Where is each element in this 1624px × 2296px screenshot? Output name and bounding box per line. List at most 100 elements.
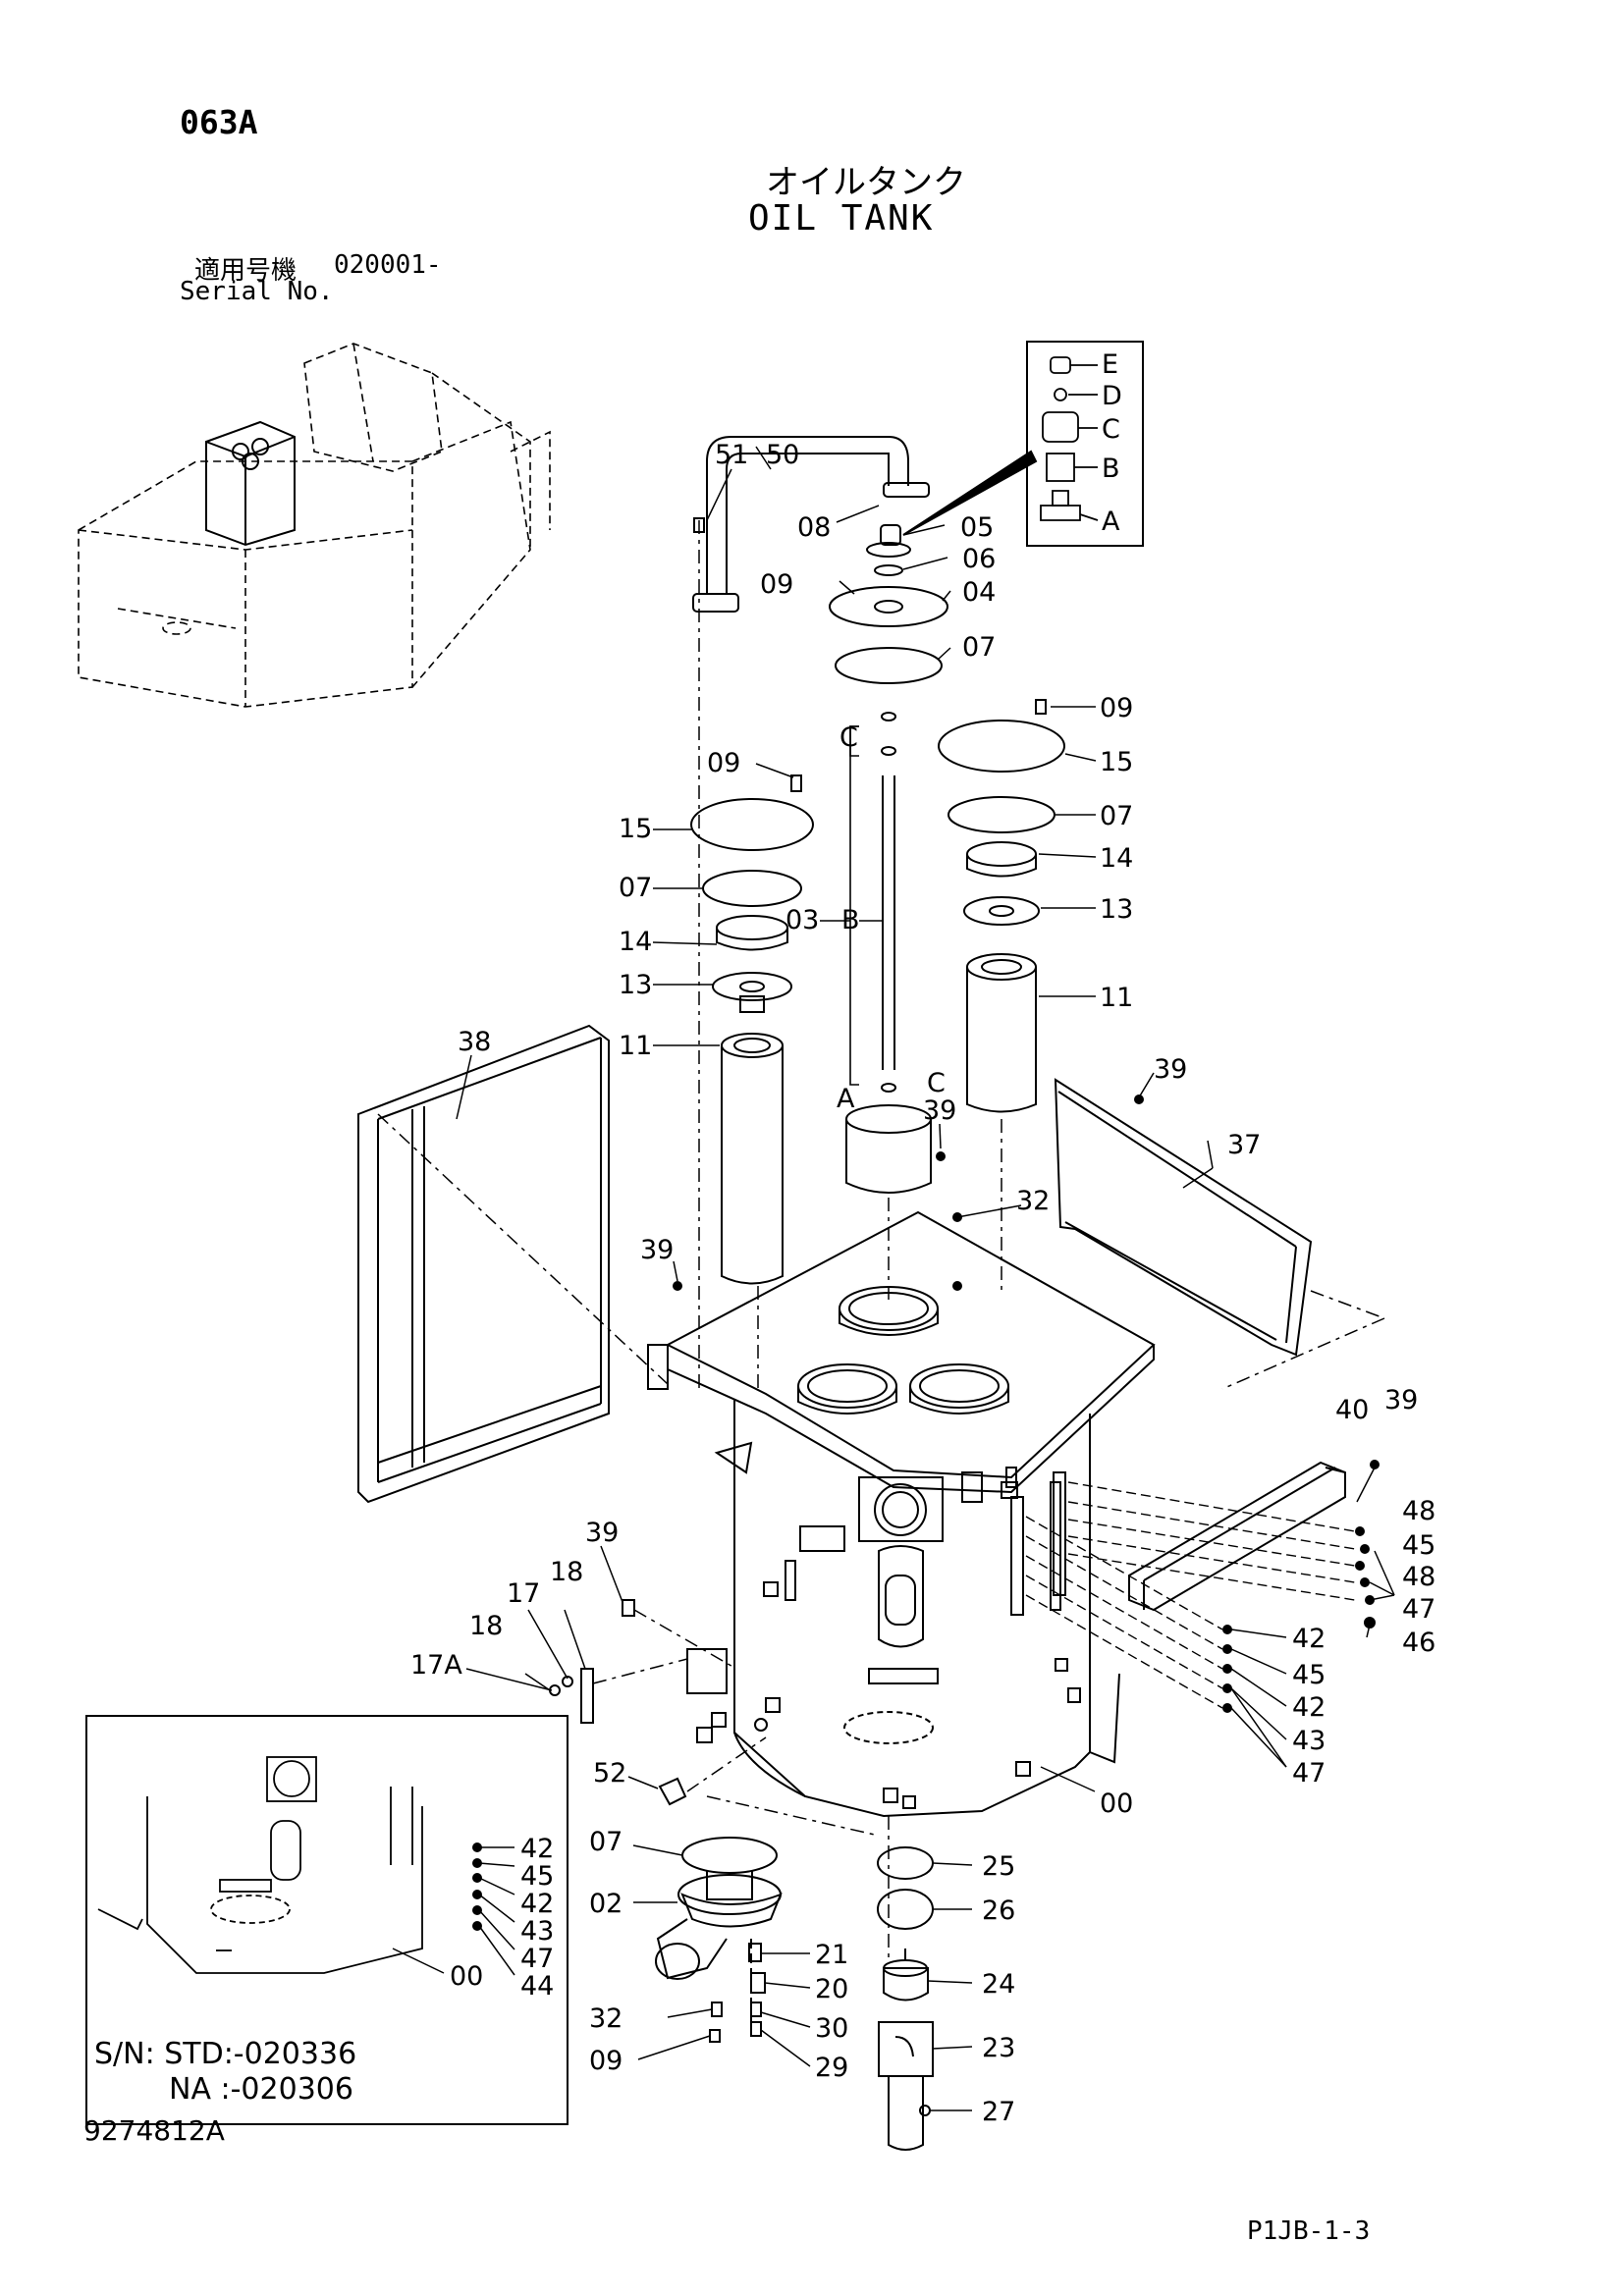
- inset-callout-44: 44: [520, 1971, 554, 2002]
- callout-15-a: 15: [1100, 747, 1133, 777]
- callout-02: 02: [589, 1889, 623, 1919]
- callout-46: 46: [1402, 1628, 1435, 1658]
- page-title: OIL TANK: [748, 198, 935, 239]
- callout-17A: 17A: [410, 1650, 462, 1681]
- serial-value: 020001-: [334, 250, 442, 280]
- left-hardware: [549, 1599, 737, 1724]
- page-code: 063A: [180, 103, 258, 141]
- harness-bracket: [1010, 1461, 1346, 1616]
- callout-45-b: 45: [1292, 1660, 1326, 1690]
- breather-detail-pointer: [902, 450, 1038, 536]
- callout-17: 17: [507, 1578, 540, 1609]
- callout-03: 03: [785, 905, 819, 935]
- callout-13-a: 13: [1100, 894, 1133, 925]
- part-52-clip: [658, 1736, 767, 1806]
- callout-C-top: C: [839, 722, 858, 753]
- inset-callout-43: 43: [520, 1916, 554, 1947]
- drain-assembly: [706, 1795, 934, 2151]
- serial-label: Serial No.: [180, 277, 334, 306]
- callout-leaders: [456, 446, 1395, 2111]
- callout-00: 00: [1100, 1789, 1133, 1819]
- callout-A: A: [837, 1084, 855, 1114]
- callout-39-e: 39: [585, 1518, 619, 1548]
- inset-callout-47: 47: [520, 1944, 554, 1974]
- callout-37: 37: [1227, 1130, 1261, 1160]
- callout-C-bottom: C: [927, 1068, 946, 1098]
- serial-label-japanese: 適用号機: [194, 256, 298, 286]
- callout-24: 24: [982, 1969, 1015, 2000]
- handle-pipe: [692, 436, 930, 1394]
- callout-39-d: 39: [1384, 1385, 1418, 1415]
- callout-48-a: 48: [1402, 1496, 1435, 1526]
- inset-callout-00: 00: [450, 1961, 483, 1992]
- inset-serial-std: S/N: STD:-020336: [94, 2037, 357, 2071]
- callout-14-a: 14: [1100, 843, 1133, 874]
- inset-frame: [85, 1715, 568, 2125]
- suction-assembly: [655, 1837, 783, 2043]
- callout-B: B: [841, 905, 860, 935]
- callout-39-a: 39: [1154, 1054, 1187, 1085]
- breather-callout-D: D: [1102, 381, 1122, 411]
- breather-callout-A: A: [1102, 507, 1120, 537]
- callout-08: 08: [797, 512, 831, 543]
- callout-26: 26: [982, 1896, 1015, 1926]
- breather-callout-C: C: [1102, 414, 1120, 445]
- callout-09-b: 09: [1100, 693, 1133, 723]
- center-bracket: [849, 725, 859, 1086]
- callout-27: 27: [982, 2097, 1015, 2127]
- breather-parts: [1040, 356, 1099, 521]
- callout-06: 06: [962, 544, 996, 574]
- callout-43: 43: [1292, 1726, 1326, 1756]
- inset-tank-view: [97, 1756, 423, 1974]
- callout-38: 38: [458, 1027, 491, 1057]
- callout-18-a: 18: [550, 1557, 583, 1587]
- callout-51: 51: [715, 440, 748, 470]
- breather-callout-E: E: [1102, 349, 1118, 380]
- callout-18-b: 18: [469, 1611, 503, 1641]
- callout-40: 40: [1335, 1395, 1369, 1425]
- callout-09-a: 09: [760, 569, 793, 600]
- side-cover-right: [1054, 1078, 1385, 1390]
- tank-body: [686, 1399, 1120, 1818]
- callout-15-b: 15: [619, 814, 652, 844]
- callout-labels: 51 50 08 05 06 09 04 07 09 15 07 14 13 1…: [410, 349, 1435, 2127]
- callout-50: 50: [766, 440, 799, 470]
- callout-29: 29: [815, 2053, 848, 2083]
- callout-09-d: 09: [589, 2046, 623, 2076]
- sheet-number: P1JB-1-3: [1247, 2216, 1371, 2246]
- callout-39-b: 39: [923, 1095, 956, 1126]
- callout-25: 25: [982, 1851, 1015, 1882]
- callout-05: 05: [960, 512, 994, 543]
- callout-42-b: 42: [1292, 1692, 1326, 1723]
- callout-09-c: 09: [707, 748, 740, 778]
- callout-48-b: 48: [1402, 1562, 1435, 1592]
- machine-location-sketch: [78, 343, 551, 708]
- inset-serial-na: NA :-020306: [169, 2072, 353, 2107]
- callout-32-a: 32: [1016, 1186, 1050, 1216]
- breather-callout-B: B: [1102, 454, 1120, 484]
- drawing-number: 9274812A: [83, 2114, 225, 2147]
- callout-39-c: 39: [640, 1235, 674, 1265]
- callout-07-d: 07: [589, 1827, 623, 1857]
- callout-32-b: 32: [589, 2003, 623, 2034]
- title-japanese: オイルタンク: [766, 163, 966, 202]
- callout-23: 23: [982, 2033, 1015, 2063]
- callout-07-a: 07: [962, 632, 996, 663]
- callout-14-b: 14: [619, 927, 652, 957]
- tank-top-plate: [647, 1210, 1156, 1494]
- callout-11-b: 11: [619, 1031, 652, 1061]
- callout-07-b: 07: [1100, 801, 1133, 831]
- inset-callout-42-a: 42: [520, 1834, 554, 1864]
- breather-detail-frame: [1026, 341, 1144, 547]
- callout-20: 20: [815, 1974, 848, 2004]
- inset-leaders: [392, 1846, 515, 1976]
- inset-callout-45: 45: [520, 1861, 554, 1892]
- callout-47-a: 47: [1402, 1594, 1435, 1625]
- inset-callout-42-b: 42: [520, 1889, 554, 1919]
- left-filter-stack: [690, 774, 814, 1394]
- callout-52: 52: [593, 1758, 626, 1789]
- callout-21: 21: [815, 1940, 848, 1970]
- callout-47-b: 47: [1292, 1758, 1326, 1789]
- callout-30: 30: [815, 2013, 848, 2044]
